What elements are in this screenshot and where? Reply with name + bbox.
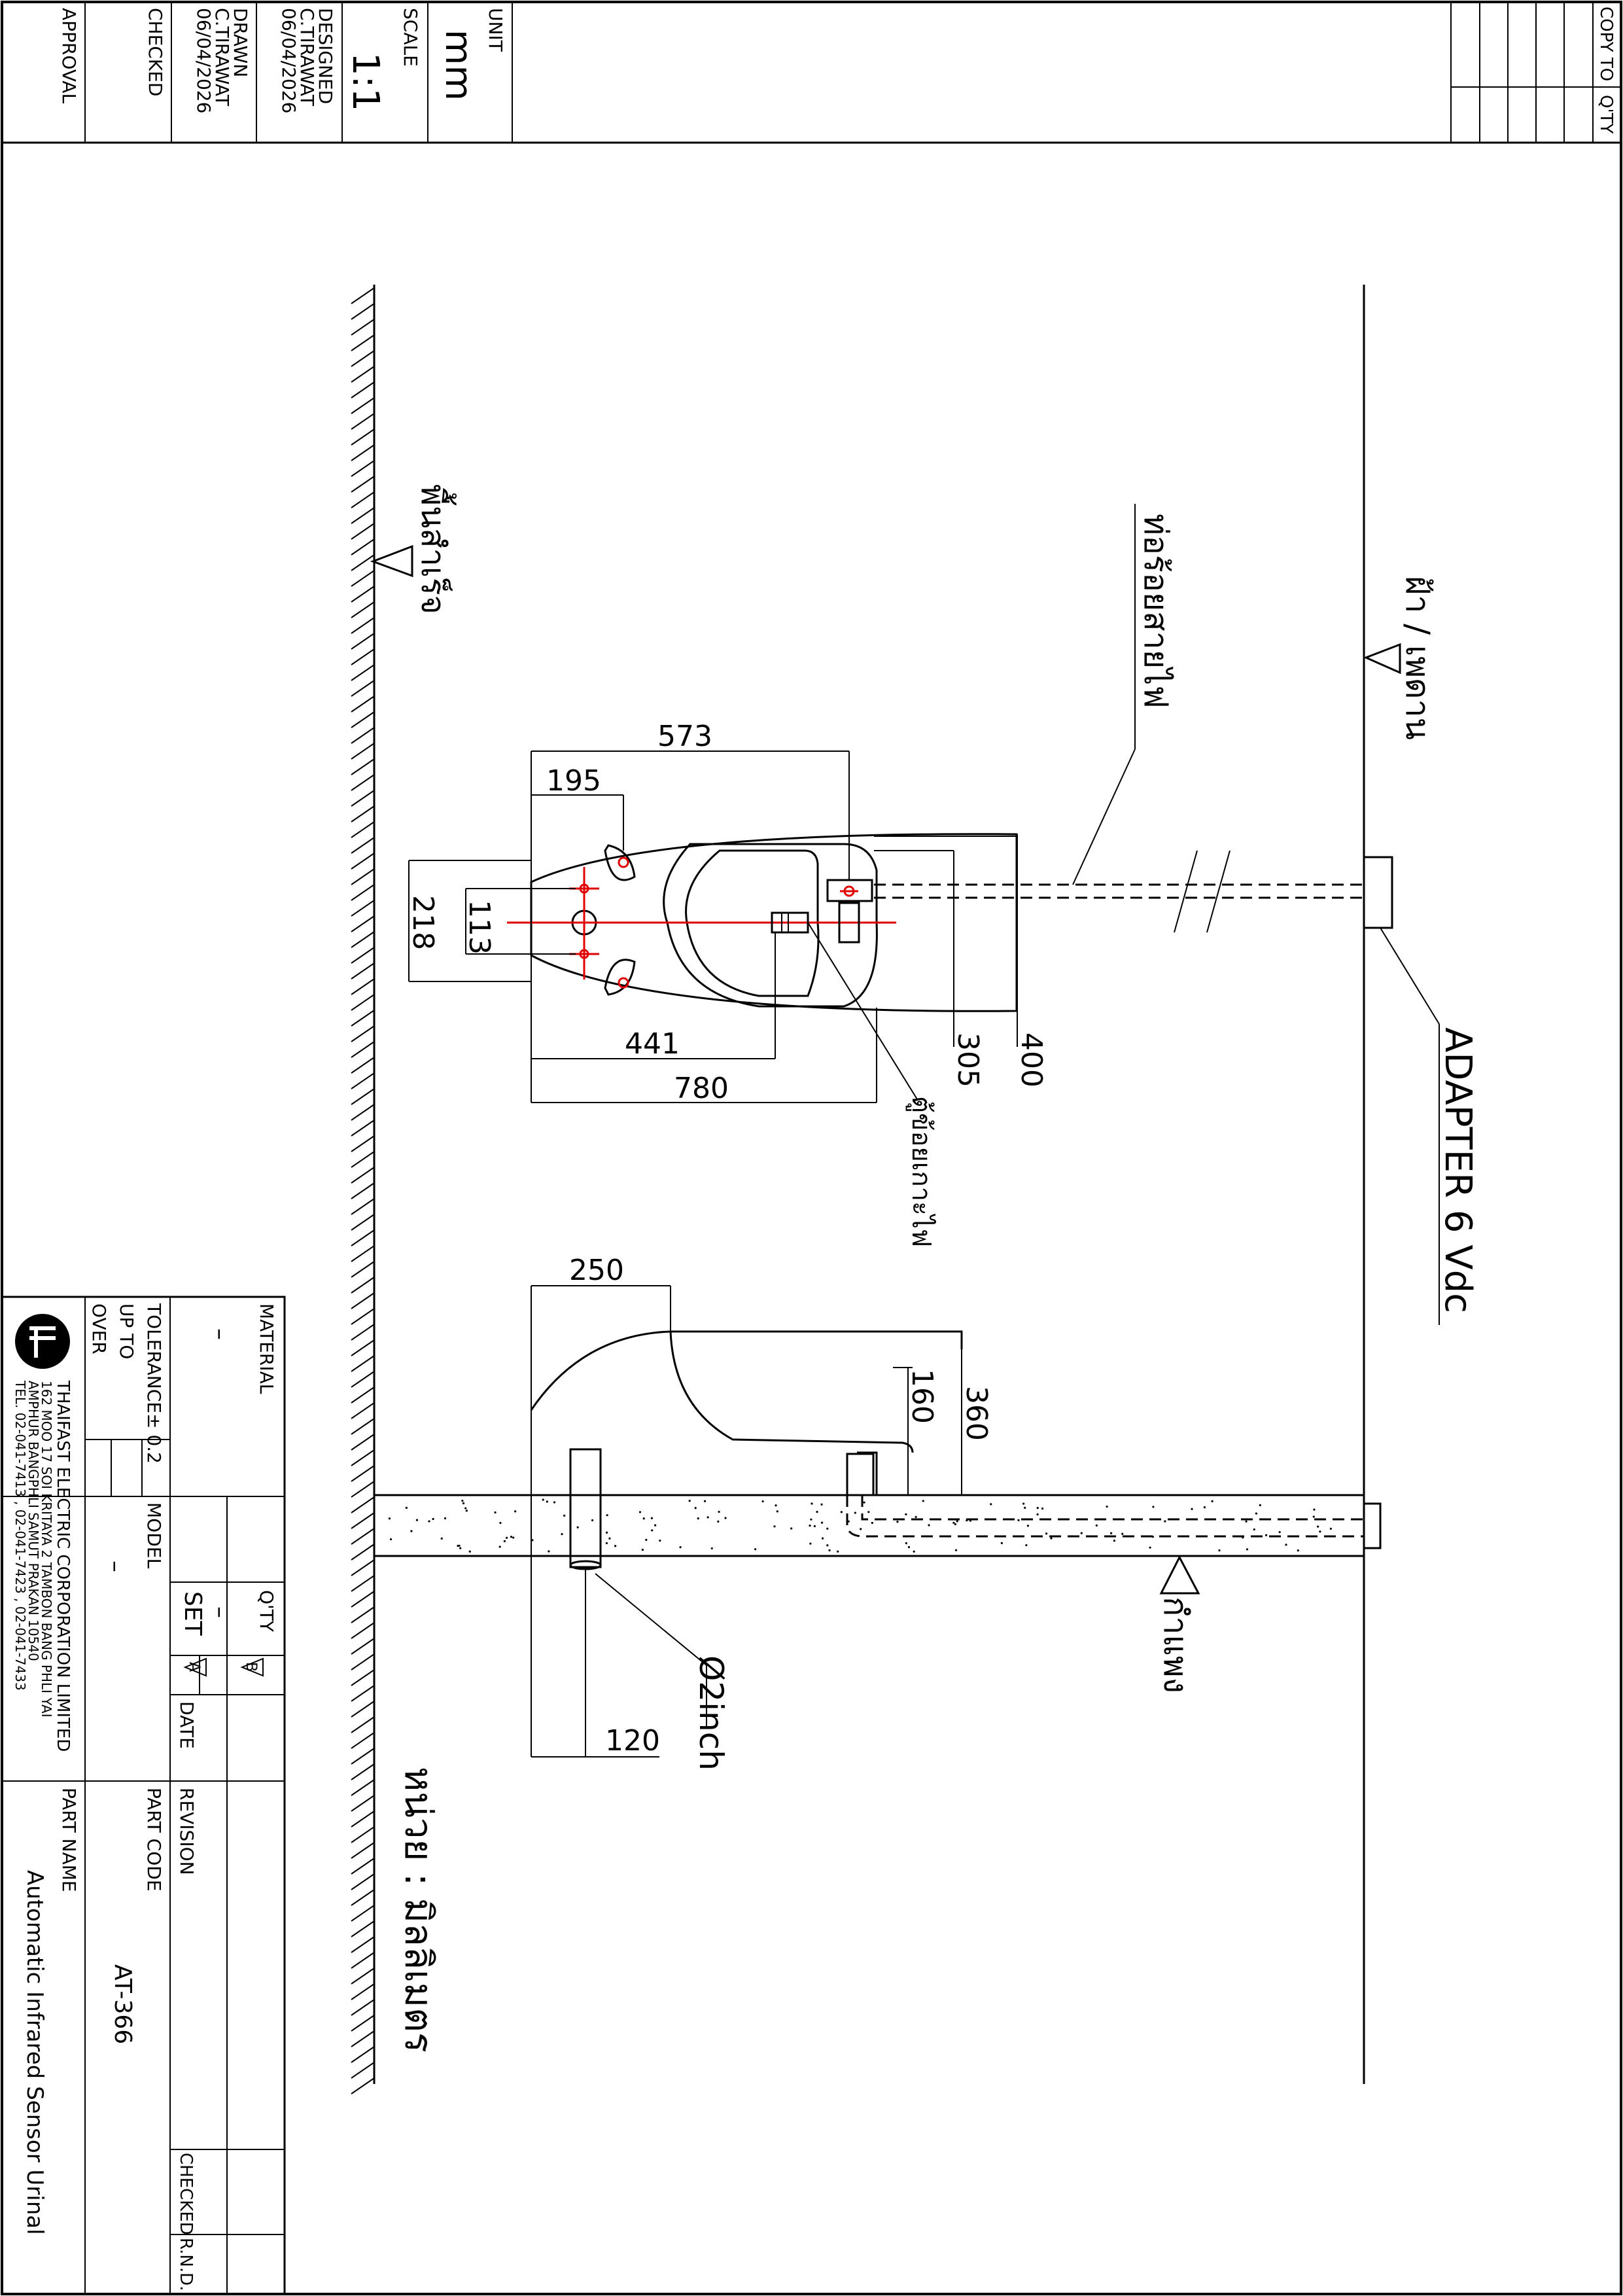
dim-113: 113 [462, 900, 496, 955]
up-to-label: UP TO [116, 1303, 137, 1359]
company-logo [15, 1314, 70, 1369]
urinal-front-view [507, 833, 1018, 1012]
designed-date: 06/04/2026 [278, 8, 300, 113]
wall-slab [374, 1494, 1382, 1595]
model-value: – [102, 1561, 129, 1572]
dim-441: 441 [625, 1027, 680, 1061]
qty-label: Q'TY [256, 1590, 277, 1633]
copy-to-label: COPY TO [1596, 7, 1616, 81]
part-code-label: PART CODE [143, 1788, 165, 1892]
material-label: MATERIAL [256, 1303, 277, 1394]
over-label: OVER [88, 1303, 110, 1354]
unit-note: หน่วย : มิลลิเมตร [396, 1767, 441, 2053]
drawn-label: DRAWN [230, 8, 251, 77]
scale-label: SCALE [400, 8, 421, 67]
dim-160: 160 [905, 1369, 939, 1424]
part-name-label: PART NAME [58, 1788, 80, 1892]
checked-label-bottom: CHECKED [176, 2153, 196, 2235]
bottom-title-block: MATERIAL – TOLERANCE± 0.2 UP TO OVER MOD… [1, 1296, 286, 2295]
cable-pipe-label: ท่อร้อยสายไฟ [1137, 514, 1175, 709]
front-dimensions: 573 195 218 113 441 780 305 400 [406, 720, 1048, 1105]
unit-value: mm [437, 29, 480, 101]
side-dimensions: 250 360 160 120 [531, 1254, 993, 1757]
top-title-strip: UNIT mm SCALE 1:1 DESIGNED C.TIRAWAT 06/… [2, 2, 1621, 144]
material-value: – [207, 1328, 234, 1340]
dim-250: 250 [569, 1254, 624, 1287]
rev-b: B [243, 1662, 259, 1672]
dim-400: 400 [1015, 1033, 1048, 1087]
callouts: ฝ้า / เพดาน พื้นสำเร็จ กำแพง ท่อร้อยสายไ… [396, 484, 1479, 2053]
set-label: SET [179, 1591, 206, 1636]
urinal-side-view [530, 1330, 1364, 1570]
date-label: DATE [176, 1701, 198, 1749]
unit-label: UNIT [485, 8, 506, 52]
company-name: THAIFAST ELECTRIC CORPORATION LIMITED [53, 1380, 73, 1752]
dim-305: 305 [951, 1033, 985, 1087]
company-address-2: AMPHUR BANGPHLI SAMUT PRAKAN 10540 [26, 1381, 41, 1661]
scale-value: 1:1 [344, 52, 387, 111]
revision-label: REVISION [176, 1788, 198, 1875]
dim-573: 573 [657, 720, 712, 753]
approval-label: APPROVAL [58, 8, 80, 103]
wall-label: กำแพง [1157, 1597, 1195, 1693]
pipe-label: Ø2inch [692, 1655, 730, 1771]
designed-by: C.TIRAWAT [296, 8, 318, 107]
ceiling-line [1363, 285, 1401, 2084]
model-label: MODEL [143, 1502, 165, 1568]
rev-a: A [186, 1662, 202, 1672]
checked-label-top: CHECKED [145, 8, 166, 96]
drawn-by: C.TIRAWAT [211, 8, 233, 107]
rnd-label: R.N.D. [176, 2238, 196, 2291]
dim-218: 218 [406, 895, 440, 950]
part-name-value: Automatic Infrared Sensor Urinal [22, 1870, 48, 2235]
dim-360: 360 [960, 1386, 993, 1441]
company-address-1: 162 MOO 17 SOI KRITAYA 2 TAMBON BANG PHL… [39, 1381, 54, 1718]
ceiling-label: ฝ้า / เพดาน [1399, 576, 1437, 740]
dim-780: 780 [674, 1072, 729, 1105]
tolerance-label: TOLERANCE± 0.2 [143, 1303, 165, 1464]
dim-120: 120 [605, 1724, 660, 1757]
part-code-value: AT-366 [109, 1964, 136, 2044]
drawn-date: 06/04/2026 [193, 8, 215, 113]
company-phone: TEL. 02-041-7413 , 02-041-7423 , 02-041-… [12, 1380, 28, 1691]
floor-hatch [351, 285, 413, 2094]
qty-value: – [207, 1606, 234, 1618]
cable-pipe-front [874, 850, 1393, 933]
floor-label: พื้นสำเร็จ [414, 484, 457, 614]
copy-qty-label: Q'TY [1596, 95, 1616, 133]
adapter-label: ADAPTER 6 Vdc [1437, 1027, 1479, 1313]
sensor-box-label: ตู้ข้อยเกาะไฟ [906, 1096, 936, 1247]
designed-label: DESIGNED [315, 8, 336, 104]
dim-195: 195 [546, 764, 601, 798]
